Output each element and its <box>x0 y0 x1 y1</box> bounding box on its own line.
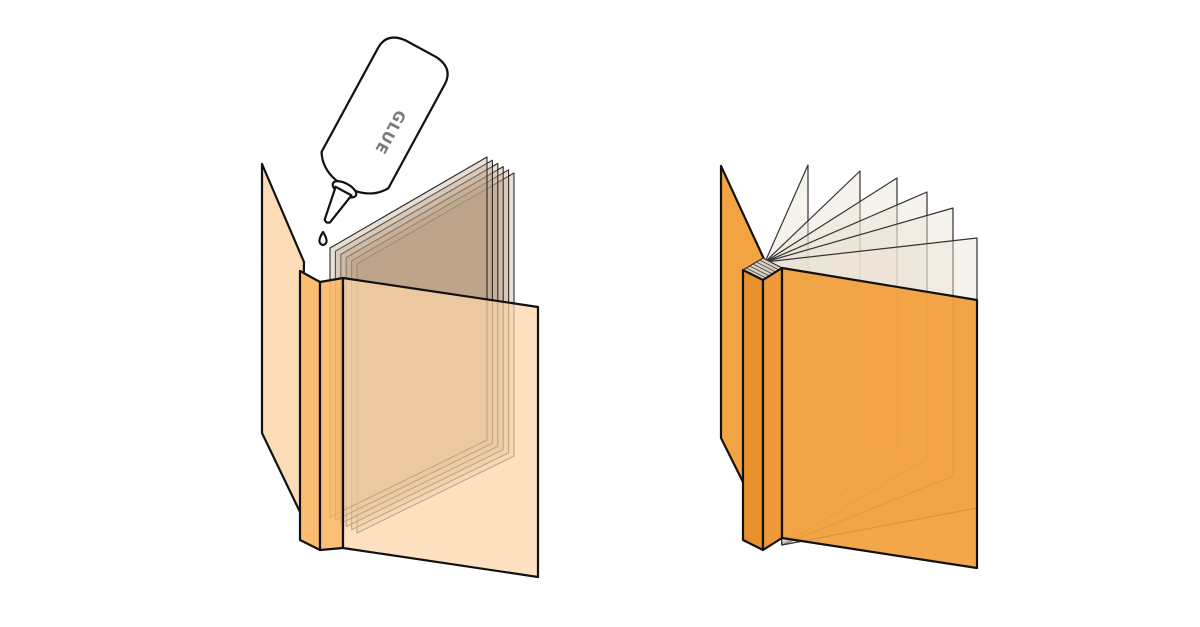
left-book-unbound <box>260 156 540 579</box>
glue-bottle: GLUE <box>320 36 449 224</box>
spine-side <box>761 266 784 552</box>
front-cover <box>780 266 979 570</box>
page-edge-line <box>749 265 770 277</box>
spine-face <box>741 268 765 552</box>
spine-strip-left <box>298 269 322 552</box>
right-book-bound <box>719 164 979 570</box>
page-edge-line <box>746 267 767 279</box>
page-edge-line <box>759 259 780 271</box>
nozzle <box>323 185 353 224</box>
glue-drop <box>318 230 328 247</box>
page-edge-line <box>752 263 773 275</box>
spine-strip-right <box>318 276 345 552</box>
back-cover <box>260 162 306 514</box>
front-cover <box>341 276 540 579</box>
page-edge-lines <box>746 259 780 279</box>
page-edge-line <box>756 261 776 273</box>
